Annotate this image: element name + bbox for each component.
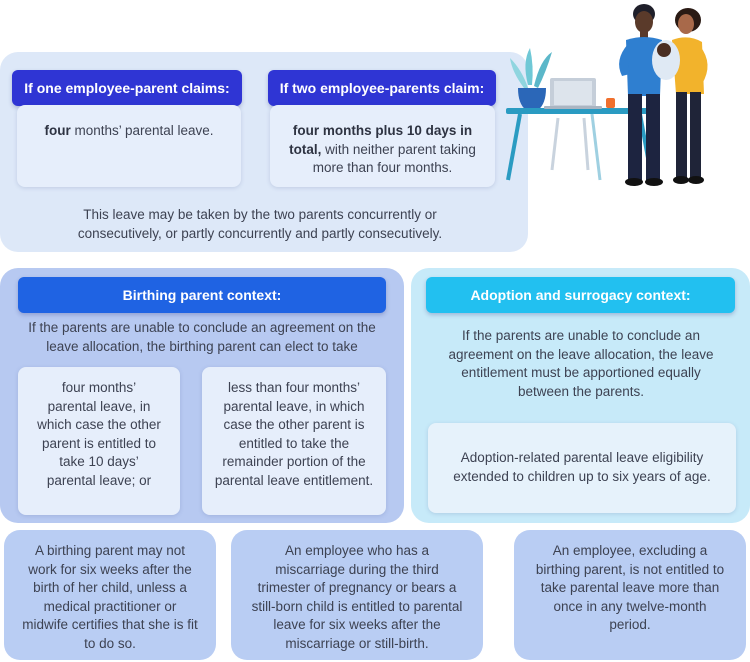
concurrent-leave-note: This leave may be taken by the two paren… [77,207,443,241]
one-parent-claim-header: If one employee-parent claims: [12,70,242,106]
man-figure [619,4,663,186]
birthing-option-2-text: less than four months’ parental leave, i… [214,380,374,488]
one-parent-claim-card: four months’ parental leave. [17,105,241,187]
two-parents-claim-text: four months plus 10 days in total, with … [289,123,476,175]
baby-figure [652,40,680,80]
birthing-option-1-text: four months’ parental leave, in which ca… [37,380,161,488]
once-per-year-card: An employee, excluding a birthing parent… [514,530,746,660]
chair-icon [550,117,590,171]
one-parent-claim-text: four months’ parental leave. [44,123,214,138]
miscarriage-leave-text: An employee who has a miscarriage during… [251,543,463,651]
birthing-parent-intro: If the parents are unable to conclude an… [28,320,376,354]
woman-figure [672,8,708,184]
birthing-option-four-months: four months’ parental leave, in which ca… [18,367,180,515]
parents-with-baby-illustration [506,4,708,186]
birthing-parent-header: Birthing parent context: [18,277,386,313]
birthing-option-less-than-four: less than four months’ parental leave, i… [202,367,386,515]
two-parents-claim-card: four months plus 10 days in total, with … [270,105,495,187]
miscarriage-leave-card: An employee who has a miscarriage during… [231,530,483,660]
adoption-intro: If the parents are unable to conclude an… [448,328,714,399]
adoption-eligibility-card: Adoption-related parental leave eligibil… [428,423,736,513]
laptop-icon [544,78,602,109]
birthing-recovery-text: A birthing parent may not work for six w… [22,543,198,651]
birthing-recovery-card: A birthing parent may not work for six w… [4,530,216,660]
once-per-year-text: An employee, excluding a birthing parent… [535,543,725,632]
adoption-surrogacy-header: Adoption and surrogacy context: [426,277,735,313]
mug-icon [606,98,615,108]
two-parents-claim-header: If two employee-parents claim: [268,70,496,106]
plant-icon [510,48,552,110]
adoption-eligibility-text: Adoption-related parental leave eligibil… [453,450,711,484]
